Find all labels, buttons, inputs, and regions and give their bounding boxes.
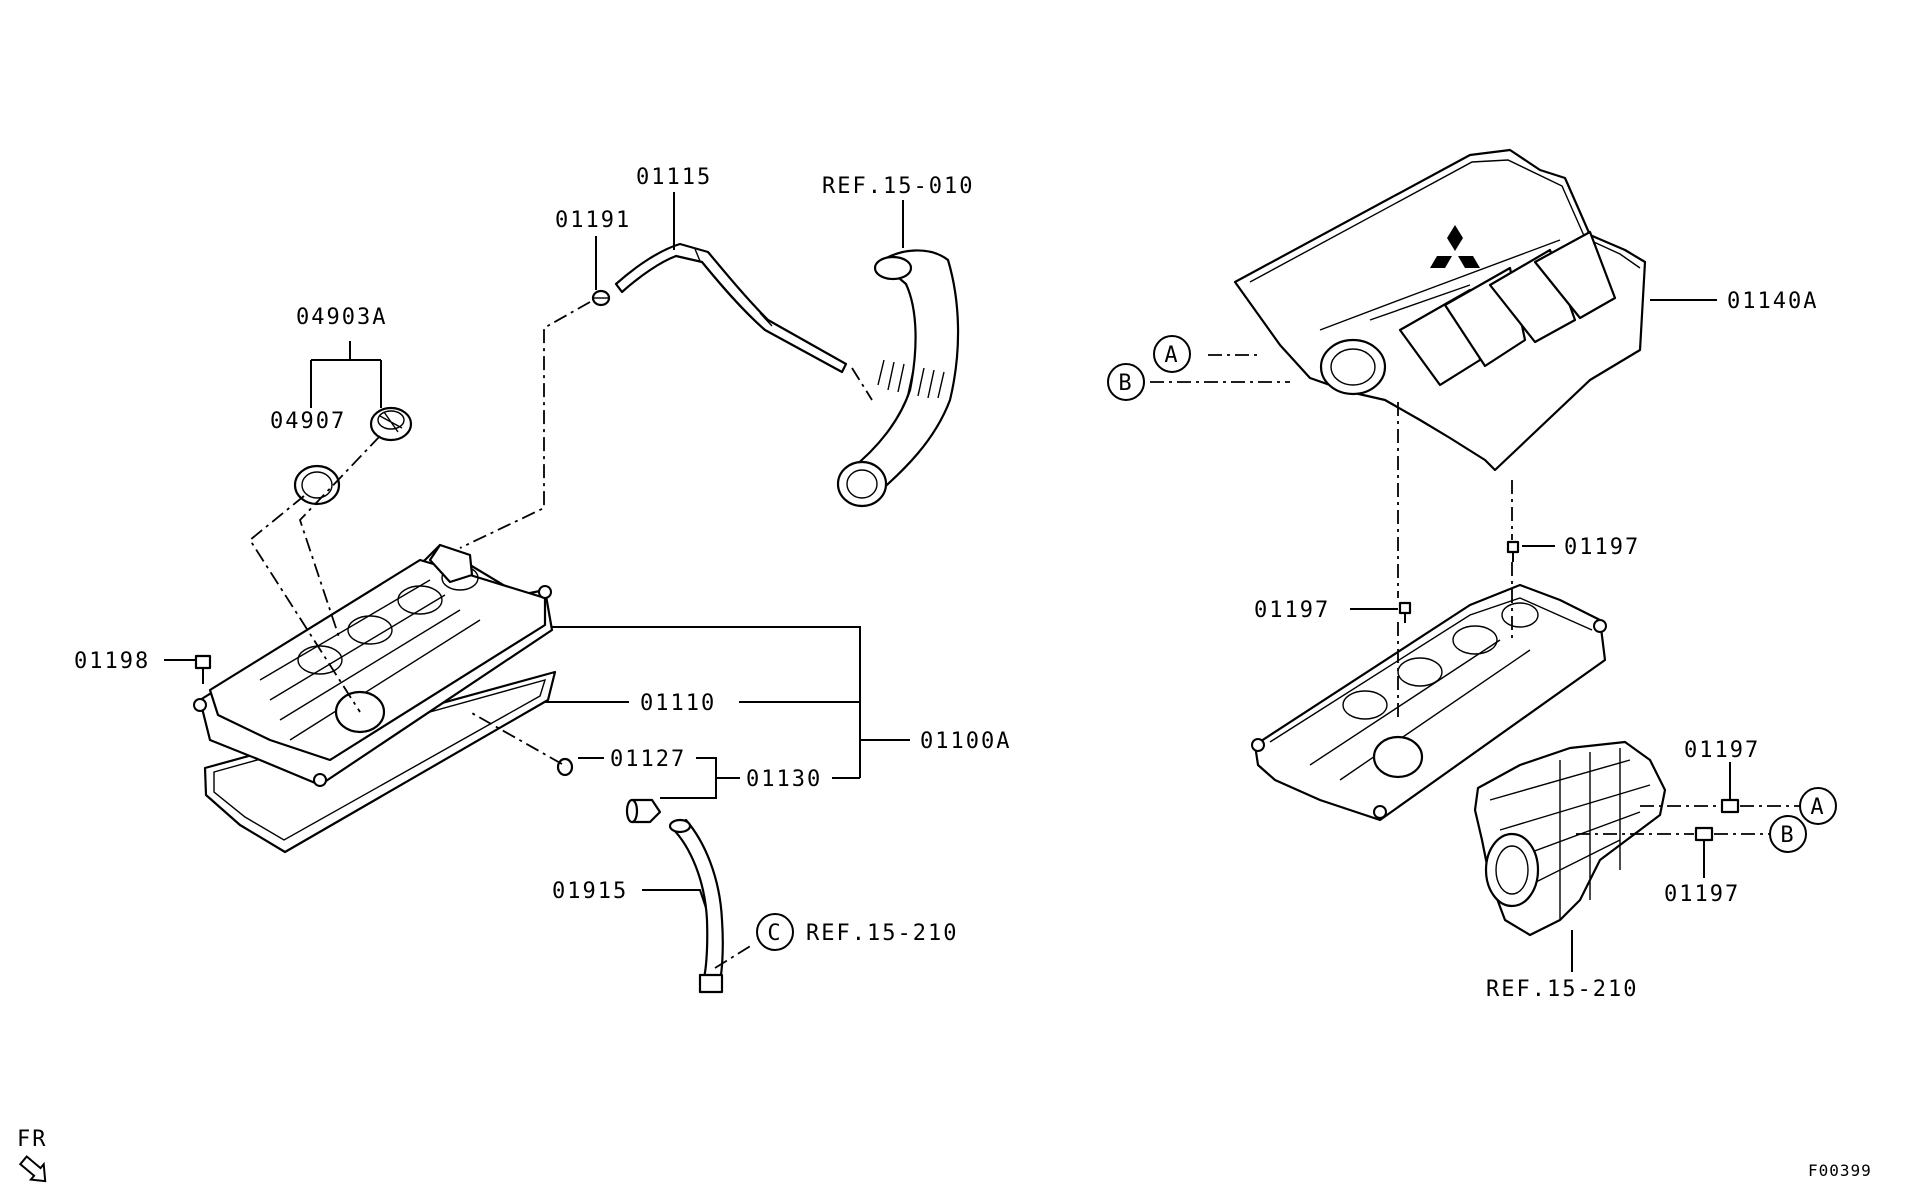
label-01197-manifold-a: 01197: [1684, 738, 1760, 763]
gasket-04907[interactable]: [293, 464, 341, 506]
callout-a-right: A: [1799, 787, 1837, 825]
label-04903a: 04903A: [296, 305, 387, 330]
clamp-01191[interactable]: [591, 289, 611, 307]
svg-text:C: C: [767, 921, 782, 946]
front-direction-arrow-icon: [18, 1155, 47, 1183]
oil-filler-cap-04903a[interactable]: [369, 406, 413, 442]
callout-b-right: B: [1769, 815, 1807, 853]
callout-c-left: C: [756, 913, 794, 951]
engine-cover-01140a[interactable]: [1233, 148, 1647, 472]
rocker-cover-right[interactable]: [1251, 583, 1607, 822]
label-01140a: 01140A: [1727, 289, 1818, 314]
label-01115: 01115: [636, 165, 712, 190]
label-01127: 01127: [610, 747, 686, 772]
label-01915: 01915: [552, 879, 628, 904]
svg-text:A: A: [1164, 343, 1179, 368]
label-ref-15-010: REF.15-010: [822, 174, 974, 199]
label-fr: FR: [17, 1127, 48, 1152]
rocker-cover-left[interactable]: [193, 543, 557, 854]
svg-text:B: B: [1118, 371, 1133, 396]
air-intake-hose[interactable]: [836, 249, 960, 508]
callout-b-left: B: [1107, 363, 1145, 401]
pcv-hose-01915[interactable]: [668, 818, 724, 994]
label-01198: 01198: [74, 649, 150, 674]
svg-text:A: A: [1810, 795, 1825, 820]
bolt-01197-cover-left[interactable]: [1398, 601, 1412, 623]
label-01197-left: 01197: [1254, 598, 1330, 623]
bolt-01197-manifold-b[interactable]: [1694, 826, 1714, 842]
three-diamond-logo-icon: [1430, 225, 1480, 268]
assembly-dash-lines: [248, 301, 1800, 969]
breather-hose-01115[interactable]: [614, 242, 848, 374]
label-ref-15-210-right: REF.15-210: [1486, 977, 1638, 1002]
label-01197-top: 01197: [1564, 535, 1640, 560]
label-ref-15-210-left: REF.15-210: [806, 921, 958, 946]
bolt-01197-manifold-a[interactable]: [1720, 798, 1740, 814]
o-ring-01127[interactable]: [556, 757, 574, 777]
leader-lines: [164, 192, 1731, 972]
label-01110: 01110: [640, 691, 716, 716]
callout-a-left: A: [1153, 335, 1191, 373]
label-04907: 04907: [270, 409, 346, 434]
bolt-01198[interactable]: [194, 654, 212, 684]
label-01130: 01130: [746, 767, 822, 792]
label-01100a: 01100A: [920, 729, 1011, 754]
label-01191: 01191: [555, 208, 631, 233]
pcv-valve-01130[interactable]: [625, 798, 662, 824]
svg-text:B: B: [1780, 823, 1795, 848]
intake-manifold[interactable]: [1473, 740, 1667, 937]
figure-id: F00399: [1808, 1161, 1872, 1180]
label-01197-manifold-b: 01197: [1664, 882, 1740, 907]
bolt-01197-cover-top[interactable]: [1506, 540, 1520, 562]
